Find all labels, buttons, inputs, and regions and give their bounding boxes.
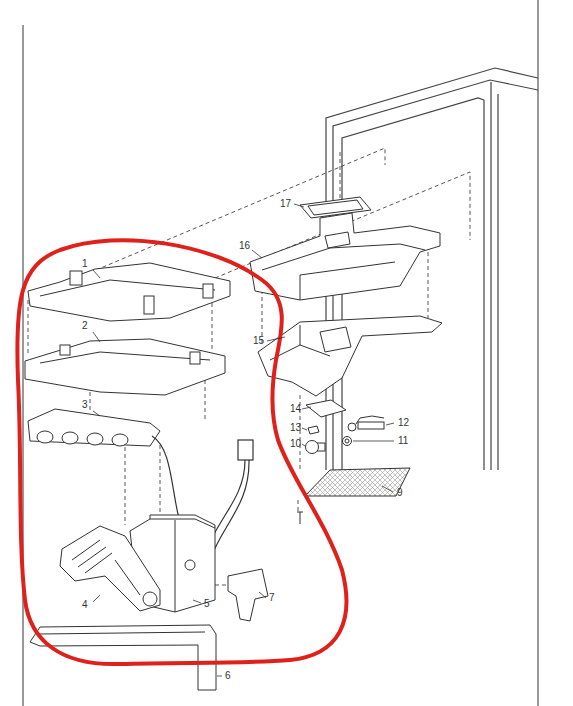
leader-lines-stroke	[267, 337, 285, 341]
leader-lines-stroke	[193, 600, 201, 603]
part-12-switch-stroke	[348, 423, 356, 431]
highlight-outline	[17, 240, 346, 664]
cabinet-stroke	[484, 82, 498, 470]
leader-lines-stroke	[93, 270, 100, 278]
leader-lines-stroke	[252, 250, 262, 258]
callout-number: 2	[81, 320, 89, 332]
part-16-chute	[250, 213, 440, 300]
part-14-plate-stroke	[306, 400, 346, 417]
part-11-socket	[343, 437, 352, 446]
part-11-socket-stroke	[345, 439, 349, 443]
callout-number: 5	[203, 598, 211, 610]
callout-number: 3	[81, 399, 89, 411]
wiring-stroke	[210, 460, 249, 560]
part-2-frame	[25, 339, 225, 395]
leader-lines-stroke	[302, 444, 305, 446]
part-15-housing	[258, 316, 442, 396]
leader-lines-stroke	[93, 332, 100, 342]
part-2-frame-stroke	[190, 352, 200, 364]
assembly-lines-stroke	[125, 440, 160, 525]
part-9-cover-stroke	[305, 468, 410, 496]
part-9-cover	[297, 468, 410, 524]
part-1-top-plate-stroke	[203, 284, 213, 298]
part-3-light-bar-stroke	[37, 431, 53, 443]
part-6-bracket-stroke	[40, 632, 205, 634]
part-11-socket-stroke	[343, 437, 352, 446]
part-5-solenoid-stroke	[185, 560, 195, 570]
part-10-bulb	[306, 441, 326, 454]
wiring-stroke	[238, 440, 253, 460]
part-7-bracket	[228, 569, 268, 621]
part-17-gasket-stroke	[308, 200, 363, 215]
part-4-paddle-stroke	[72, 540, 140, 595]
leader-lines-stroke	[294, 204, 304, 207]
callout-number: 10	[289, 438, 302, 450]
callout-number: 12	[397, 417, 410, 429]
part-16-chute-stroke	[262, 244, 425, 300]
part-15-housing-stroke	[320, 327, 351, 352]
callout-number: 11	[397, 435, 409, 447]
part-3-light-bar	[28, 409, 160, 446]
part-4-paddle-stroke	[143, 592, 157, 606]
callout-number: 9	[396, 487, 404, 499]
leader-lines-stroke	[302, 407, 311, 409]
part-10-bulb-stroke	[306, 441, 319, 454]
highlight-outline-stroke	[17, 240, 346, 664]
part-3-light-bar-stroke	[112, 434, 128, 446]
leader-lines-stroke	[386, 423, 394, 425]
part-12-switch	[348, 416, 384, 431]
leader-lines-stroke	[259, 592, 266, 598]
leader-lines-stroke	[302, 428, 307, 430]
leader-lines-stroke	[382, 486, 393, 492]
page-border	[23, 0, 538, 706]
part-7-bracket-stroke	[228, 569, 268, 621]
part-1-top-plate-stroke	[144, 296, 154, 314]
part-17-gasket	[300, 197, 371, 218]
part-9-cover-stroke	[297, 512, 303, 524]
page-border-stroke	[23, 25, 24, 706]
callout-number: 7	[268, 592, 276, 604]
leader-lines-stroke	[93, 411, 100, 416]
part-2-frame-stroke	[25, 339, 225, 395]
part-17-gasket-stroke	[300, 197, 371, 218]
page-border-stroke	[538, 0, 539, 706]
part-3-light-bar-stroke	[87, 433, 103, 445]
callout-number: 15	[252, 335, 265, 347]
leader-lines	[93, 204, 394, 676]
callout-number: 13	[289, 422, 302, 434]
part-15-housing-stroke	[258, 316, 442, 396]
leader-lines-stroke	[93, 595, 100, 602]
part-1-top-plate	[28, 263, 230, 321]
part-6-bracket-stroke	[30, 625, 216, 690]
callout-number: 14	[289, 403, 302, 415]
part-1-top-plate-stroke	[40, 280, 215, 296]
part-16-chute-stroke	[325, 232, 350, 248]
part-4-paddle-stroke	[60, 526, 160, 611]
part-6-bracket	[30, 625, 216, 690]
callout-number: 1	[81, 258, 89, 270]
part-14-plate	[306, 400, 346, 417]
part-12-switch-stroke	[358, 422, 384, 429]
callout-number: 6	[224, 670, 232, 682]
part-2-frame-stroke	[60, 345, 70, 355]
part-1-top-plate-stroke	[28, 263, 230, 321]
part-3-light-bar-stroke	[62, 432, 78, 444]
part-12-switch-stroke	[356, 416, 384, 424]
part-16-chute-stroke	[250, 213, 440, 300]
part-4-paddle	[60, 526, 160, 611]
leader-lines-stroke	[353, 441, 394, 442]
assembly-lines-stroke	[340, 150, 341, 198]
callout-number: 17	[279, 198, 292, 210]
callout-number: 16	[238, 240, 251, 252]
leader-lines-stroke	[217, 676, 222, 677]
part-13-pad-stroke	[308, 426, 319, 434]
callout-number: 4	[81, 599, 89, 611]
part-3-light-bar-stroke	[28, 409, 160, 446]
part-13-pad	[308, 426, 319, 434]
part-1-top-plate-stroke	[70, 271, 82, 285]
